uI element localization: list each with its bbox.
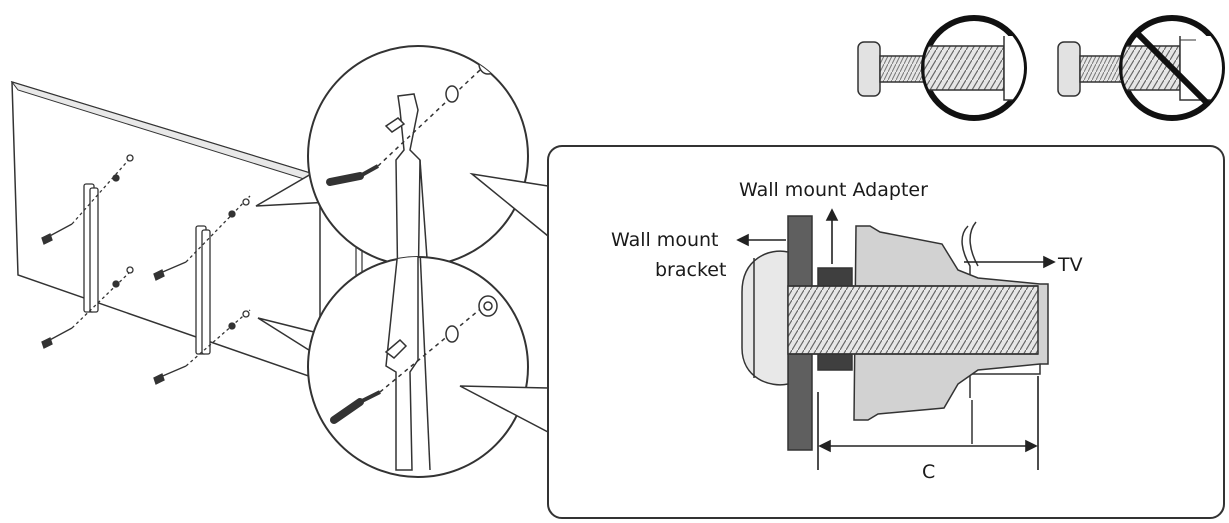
screw-incorrect-icon bbox=[1057, 15, 1225, 121]
detail-cross-section bbox=[741, 215, 1049, 451]
wall-mount-bracket-label-line2: bracket bbox=[655, 259, 727, 281]
tv-label: TV bbox=[1058, 254, 1083, 276]
screw-correct-icon bbox=[857, 15, 1027, 121]
prohibited-icon bbox=[1133, 29, 1211, 107]
tv-screws bbox=[41, 154, 251, 385]
zoom-circle-bottom bbox=[307, 256, 529, 478]
leader-arrows bbox=[736, 208, 1056, 470]
wall-mount-adapter-label: Wall mount Adapter bbox=[739, 179, 928, 201]
tv-adapter-left bbox=[83, 183, 211, 355]
dimension-c-label: C bbox=[922, 461, 936, 483]
wall-mount-bracket-label-line1: Wall mount bbox=[611, 229, 719, 251]
